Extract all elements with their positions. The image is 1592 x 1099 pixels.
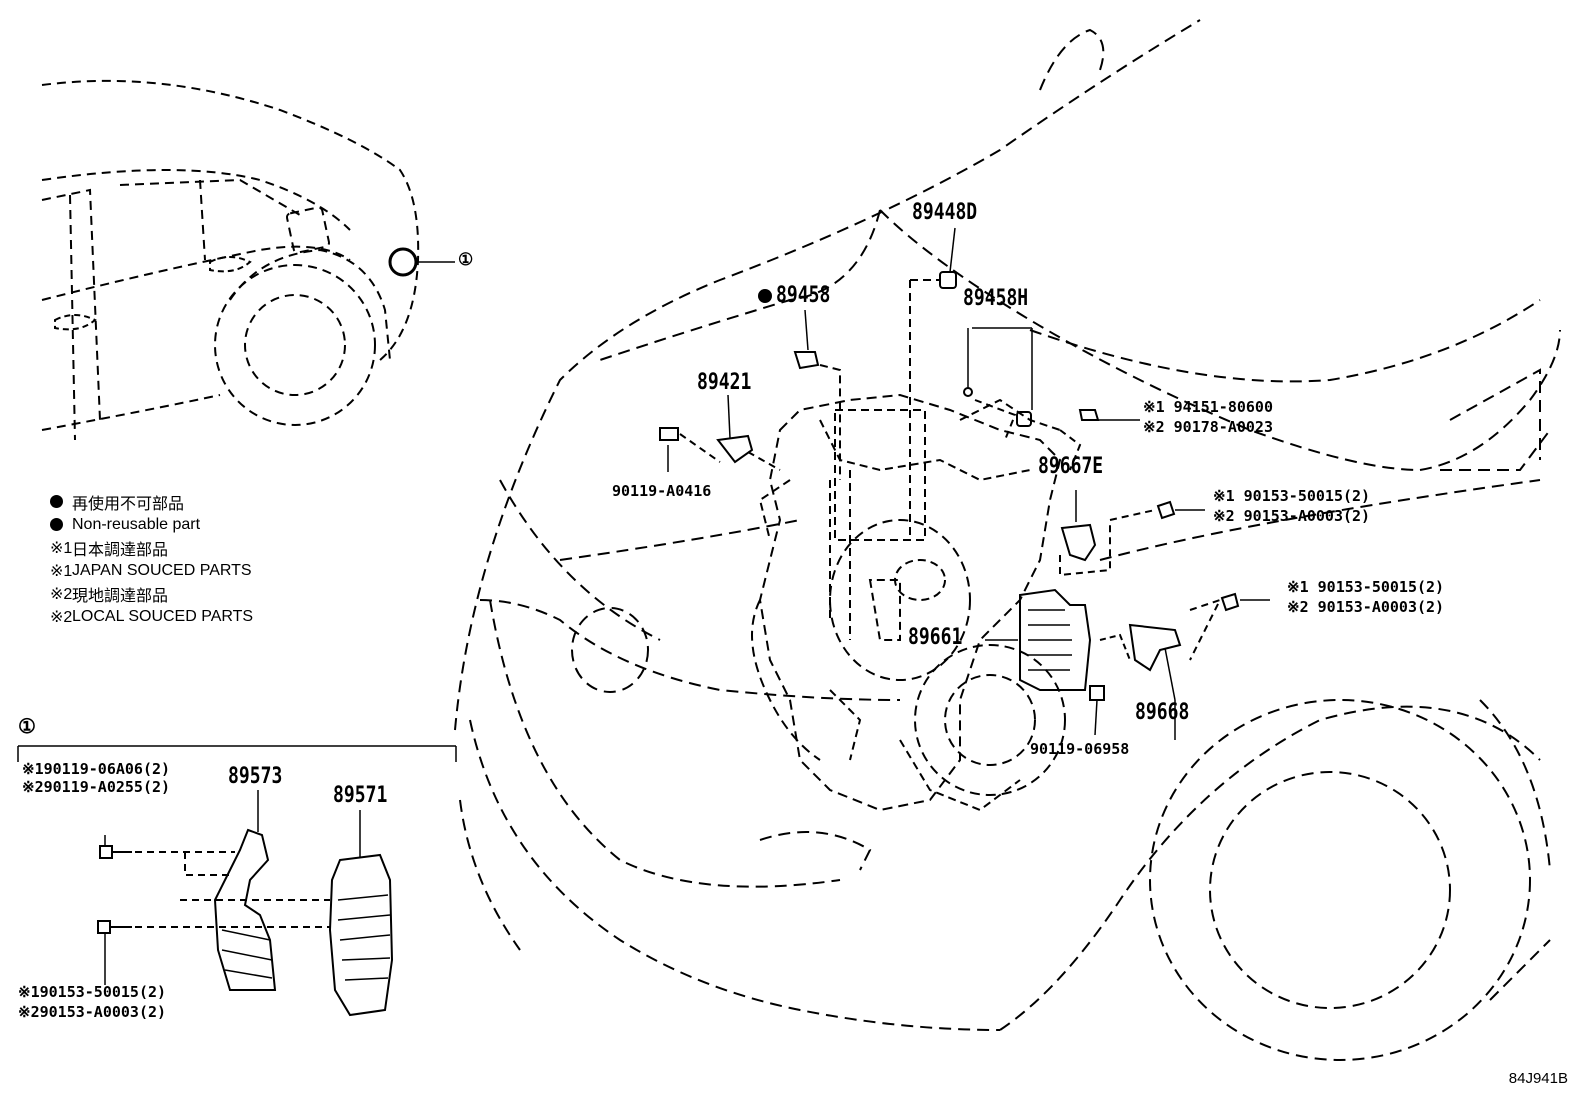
alt-part-3-line1: ※1 90153-50015(2): [1287, 578, 1445, 596]
part-89571-label: 89571: [333, 783, 388, 808]
front-car-body: [454, 19, 1561, 1061]
part-90119-06958-label: 90119-06958: [1030, 740, 1130, 758]
bullet-icon: [50, 518, 63, 531]
small-parts: [659, 227, 1270, 740]
part-89573-label: 89573: [228, 764, 283, 789]
alt-part-2-line1: ※1 90153-50015(2): [1213, 487, 1371, 505]
part-89458H-label: 89458H: [963, 286, 1029, 311]
part-89668-label: 89668: [1135, 700, 1190, 725]
bracket-89667E-drawing: [1059, 523, 1111, 577]
section-1-exploded-view: [17, 745, 457, 1017]
alt-bolt-b1-line2: ※290119-A0255(2): [22, 778, 171, 796]
ecu-89661-drawing: [1019, 588, 1131, 691]
bullet-icon: [50, 495, 63, 508]
engine-assembly: [751, 393, 1066, 812]
part-89661-label: 89661: [908, 625, 963, 650]
alt-bolt-b2-line1: ※190153-50015(2): [18, 983, 167, 1001]
legend-nonreuse-en: Non-reusable part: [50, 513, 253, 536]
reference-code: 84J941B: [1508, 1070, 1568, 1087]
alt-bolt-b1-line1: ※190119-06A06(2): [22, 760, 171, 778]
part-89667E-label: 89667E: [1038, 454, 1104, 479]
bracket-89668-drawing: [1128, 623, 1182, 701]
alt-part-2-line2: ※2 90153-A0003(2): [1213, 507, 1371, 525]
alt-part-3-line2: ※2 90153-A0003(2): [1287, 598, 1445, 616]
alt-bolt-b2-line2: ※290153-A0003(2): [18, 1003, 167, 1021]
part-90119-A0416-label: 90119-A0416: [612, 482, 712, 500]
part-89458-label: 89458: [776, 283, 831, 308]
rear-car-inset: [41, 79, 455, 441]
section-marker: ①: [18, 714, 36, 738]
callout-1: ①: [458, 250, 474, 270]
alt-part-1-line2: ※2 90178-A0023: [1143, 418, 1273, 436]
part-89448D-label: 89448D: [912, 200, 978, 225]
legend-nonreuse-jp: 再使用不可部品: [50, 490, 253, 513]
part-89421-label: 89421: [697, 370, 752, 395]
alt-part-1-line1: ※1 94151-80600: [1143, 398, 1273, 416]
